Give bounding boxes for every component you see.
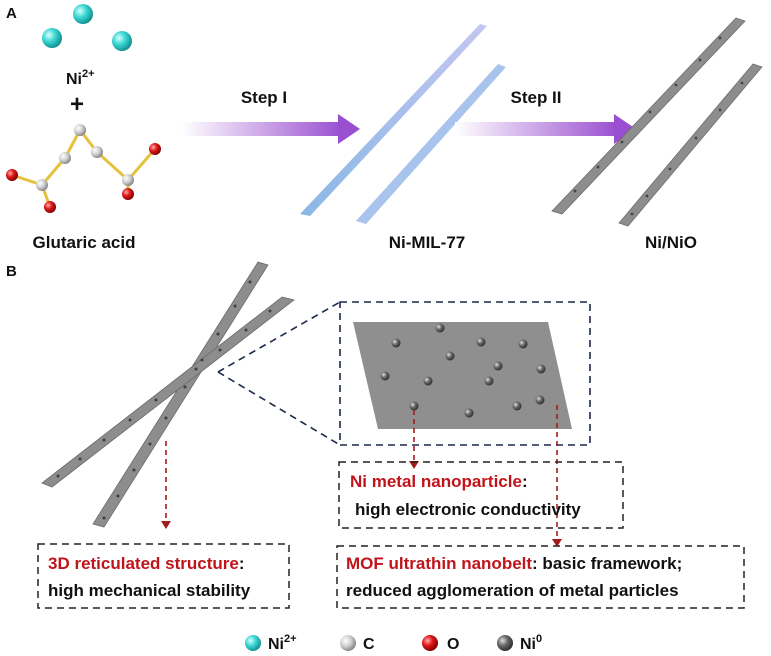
legend-ni0-label: Ni0 [520, 633, 542, 653]
ni-ion-sphere [73, 4, 93, 24]
oxygen-atom [6, 169, 18, 181]
panel-a-letter: A [6, 5, 17, 22]
nio-nanobelt [551, 17, 746, 215]
callout-arrows [165, 405, 558, 539]
mof-nanobelt [356, 64, 506, 224]
ni-ion-sphere [112, 31, 132, 51]
ni-mil-77-label: Ni-MIL-77 [389, 233, 466, 252]
nanoparticle-callout-title: Ni metal nanoparticle: [350, 472, 528, 491]
nanoparticle-callout-box [338, 461, 624, 529]
glutaric-acid-molecule [6, 124, 161, 213]
mof-nanobelt [300, 24, 487, 216]
legend-ni2-label: Ni2+ [268, 633, 297, 653]
crossed-nanobelts-large [41, 261, 295, 528]
nanobelt-callout-box [336, 545, 745, 609]
zoom-inset-box [339, 301, 591, 446]
ni-mil-77-nanobelts [300, 24, 506, 224]
large-nanobelt [92, 261, 269, 528]
structure-callout-text: high mechanical stability [48, 581, 251, 600]
step-1-arrow [182, 114, 360, 144]
carbon-atom [91, 146, 103, 158]
step-2-arrow [455, 114, 636, 144]
nanobelt-callout-title: MOF ultrathin nanobelt: basic framework; [346, 554, 682, 573]
nanobelt-callout-text: reduced agglomeration of metal particles [346, 581, 679, 600]
nanoparticle-callout-text: high electronic conductivity [355, 500, 581, 519]
ni-ion-label: Ni2+ [66, 68, 95, 88]
legend-carbon-label: C [363, 636, 375, 653]
ni-nio-nanobelts [551, 17, 763, 227]
structure-callout-box [37, 543, 290, 609]
ni0-particles [380, 323, 546, 418]
glutaric-acid-label: Glutaric acid [33, 233, 136, 252]
carbon-atom [74, 124, 86, 136]
legend-ni0-swatch [497, 635, 513, 651]
ni-nio-label: Ni/NiO [645, 233, 697, 252]
carbon-atom [122, 174, 134, 186]
carbon-atom [59, 152, 71, 164]
plus-sign: + [70, 91, 84, 118]
legend-oxygen-swatch [422, 635, 438, 651]
carbon-atom [36, 179, 48, 191]
nanobelt-particles [573, 36, 744, 216]
step-1-label: Step I [241, 88, 287, 107]
legend-ni2-swatch [245, 635, 261, 651]
panel-b-letter: B [6, 263, 17, 280]
ni-ion-sphere [42, 28, 62, 48]
legend-carbon-swatch [340, 635, 356, 651]
structure-callout-title: 3D reticulated structure: [48, 554, 245, 573]
nio-nanobelt [618, 63, 763, 227]
oxygen-atom [44, 201, 56, 213]
oxygen-atom [149, 143, 161, 155]
ni-ion-cluster [42, 4, 132, 51]
legend: Ni2+ C O Ni0 [245, 633, 542, 653]
oxygen-atom [122, 188, 134, 200]
callout-arrowheads [161, 461, 562, 547]
legend-oxygen-label: O [447, 636, 459, 653]
large-belt-particles [56, 280, 272, 520]
step-2-label: Step II [510, 88, 561, 107]
zoom-lines [217, 301, 341, 446]
